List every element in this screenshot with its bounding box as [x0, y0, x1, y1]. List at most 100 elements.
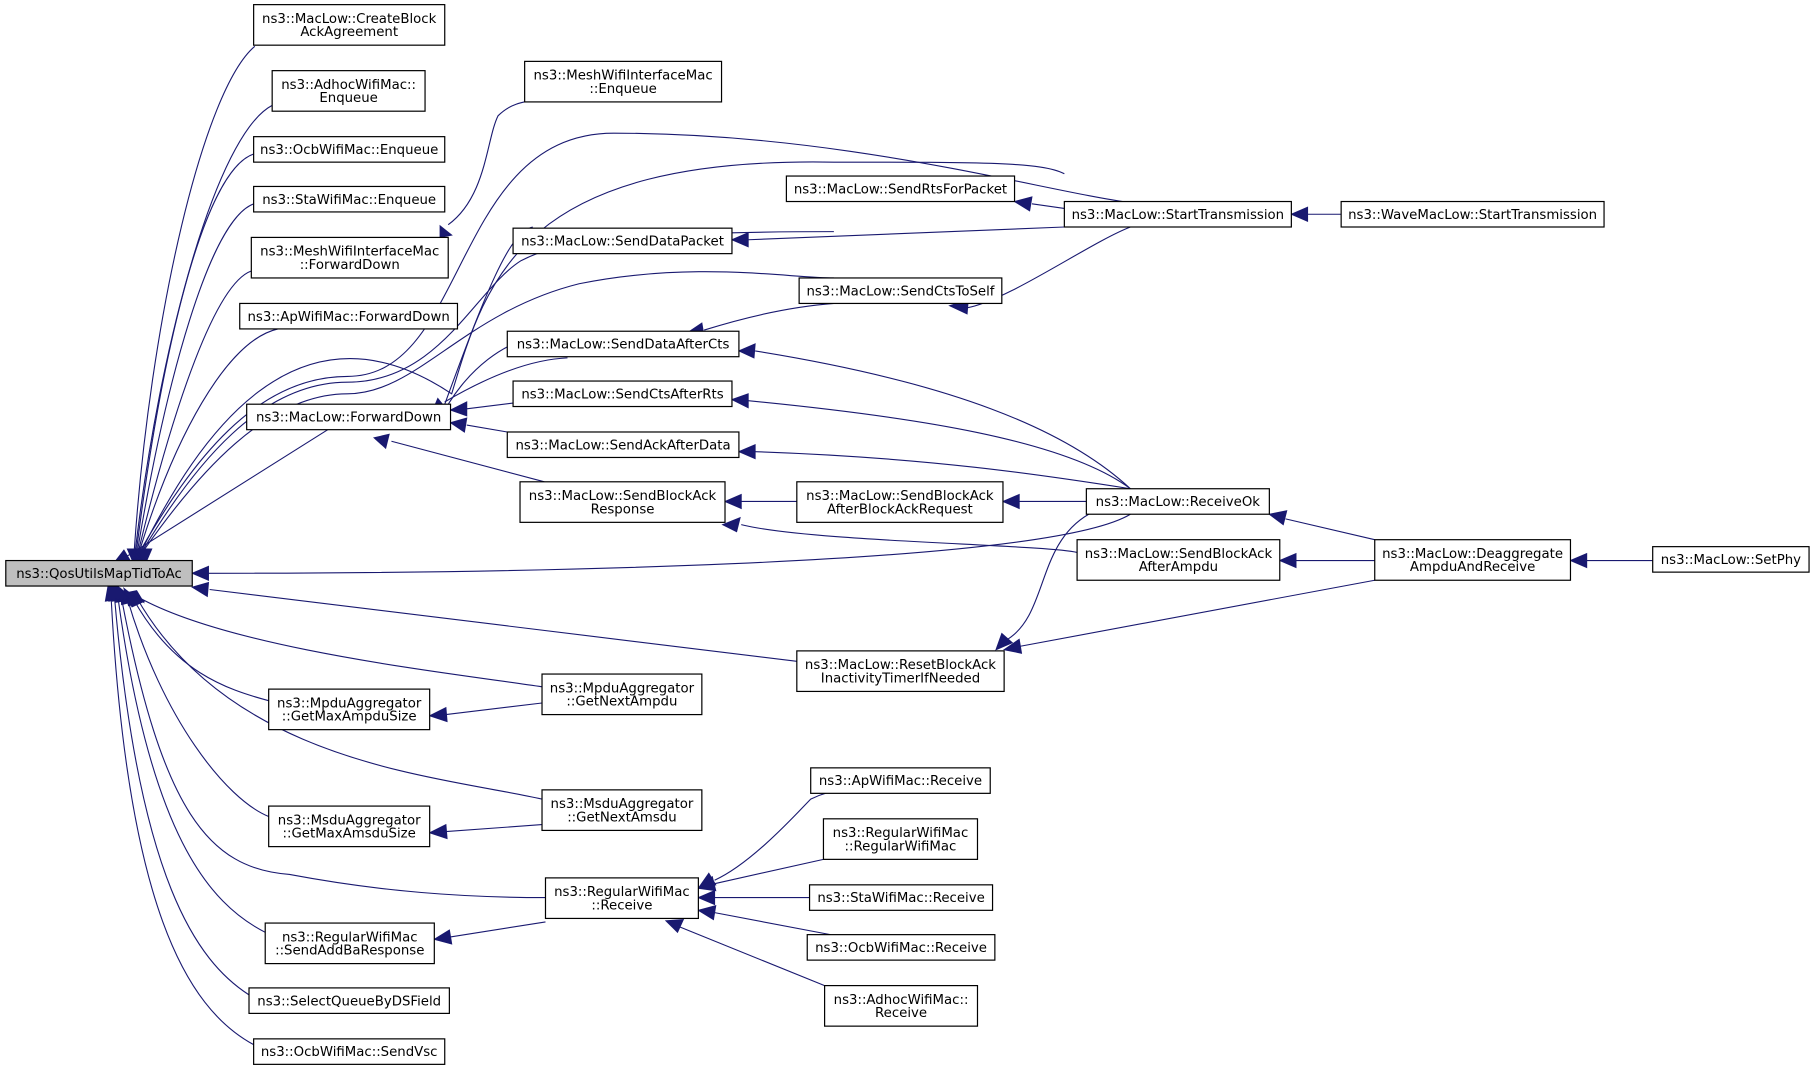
function-node-box	[268, 688, 431, 731]
call-edge-line	[117, 598, 266, 933]
call-edge-arrowhead	[449, 401, 468, 417]
function-node[interactable]: ns3::MeshWifiInterfaceMac::Enqueue	[524, 60, 723, 103]
call-edge-line	[450, 921, 546, 938]
call-edge	[995, 513, 1089, 651]
function-node[interactable]: ns3::MacLow::SendRtsForPacket	[785, 175, 1016, 203]
function-node[interactable]: ns3::MacLow::SendDataAfterCts	[506, 330, 740, 358]
function-node-label: ns3::MeshWifiInterfaceMac	[534, 69, 713, 84]
call-edge	[115, 583, 546, 899]
call-edge-arrowhead	[1013, 196, 1033, 212]
function-node[interactable]: ns3::RegularWifiMac::SendAddBaResponse	[264, 922, 435, 965]
call-edge-line	[208, 513, 1131, 574]
call-edge-line	[144, 271, 834, 550]
function-node[interactable]: ns3::MsduAggregator::GetNextAmsdu	[541, 789, 703, 832]
function-node-box	[506, 431, 740, 459]
call-edge-arrowhead	[428, 823, 448, 840]
function-node[interactable]: ns3::OcbWifiMac::Receive	[806, 934, 996, 961]
function-node[interactable]: ns3::MacLow::ResetBlockAckInactivityTime…	[796, 650, 1005, 693]
call-edge-arrowhead	[664, 919, 685, 934]
call-edge	[128, 153, 254, 567]
function-node-label: AfterAmpdu	[1139, 560, 1218, 575]
function-node-label: ns3::MacLow::ReceiveOk	[1096, 495, 1261, 510]
call-edge	[119, 587, 269, 818]
call-edge-line	[141, 161, 1065, 550]
call-edge-arrowhead	[730, 393, 749, 409]
function-node-label: AfterBlockAckRequest	[827, 502, 973, 517]
call-edge-arrowhead	[373, 433, 390, 450]
root-function-node: ns3::QosUtilsMapTidToAc	[5, 559, 193, 587]
function-node-label: ns3::MacLow::SendCtsToSelf	[806, 284, 994, 299]
call-edge	[439, 99, 539, 239]
call-edge-arrowhead	[137, 548, 153, 567]
call-edge	[1001, 493, 1087, 510]
function-node-box	[239, 302, 459, 330]
function-node-label: ns3::AdhocWifiMac::	[834, 993, 969, 1008]
call-edge-arrowhead	[995, 632, 1014, 651]
function-node[interactable]: ns3::MpduAggregator::GetNextAmpdu	[541, 673, 703, 716]
function-node-box	[246, 403, 452, 431]
function-node[interactable]: ns3::AdhocWifiMac::Receive	[824, 984, 979, 1027]
function-node[interactable]: ns3::RegularWifiMac::RegularWifiMac	[822, 818, 979, 860]
function-node[interactable]: ns3::OcbWifiMac::SendVsc	[253, 1038, 446, 1065]
function-node[interactable]: ns3::MpduAggregator::GetMaxAmpduSize	[268, 688, 431, 731]
call-edge-arrowhead	[697, 875, 717, 892]
function-node[interactable]: ns3::MacLow::SendBlockAckAfterBlockAckRe…	[796, 481, 1004, 523]
function-node-label: AmpduAndReceive	[1410, 560, 1535, 575]
function-node[interactable]: ns3::ApWifiMac::Receive	[810, 767, 991, 794]
call-edge-line	[755, 451, 1131, 490]
function-node-label: ns3::MsduAggregator	[278, 813, 421, 828]
function-node[interactable]: ns3::MacLow::ForwardDown	[246, 403, 452, 431]
function-node-label: Enqueue	[319, 91, 378, 106]
function-node[interactable]: ns3::MsduAggregator::GetMaxAmsduSize	[268, 805, 431, 848]
call-edge	[1569, 552, 1653, 569]
function-node[interactable]: ns3::MacLow::SendCtsAfterRts	[512, 380, 733, 408]
call-edge-arrowhead	[737, 443, 756, 460]
function-node[interactable]: ns3::RegularWifiMac::Receive	[544, 877, 699, 920]
function-node[interactable]: ns3::ApWifiMac::ForwardDown	[239, 302, 459, 330]
function-node[interactable]: ns3::MacLow::StartTransmission	[1063, 200, 1292, 228]
call-edge-line	[445, 824, 543, 833]
call-edge-arrowhead	[190, 565, 209, 581]
function-node[interactable]: ns3::MacLow::SendAckAfterData	[506, 431, 740, 459]
function-node-label: ns3::MacLow::ResetBlockAck	[805, 658, 996, 673]
function-node-box	[541, 673, 703, 716]
call-graph-nodes: ns3::QosUtilsMapTidToAc ns3::MacLow::Crea…	[5, 4, 1810, 1065]
call-edge-arrowhead	[721, 516, 741, 533]
function-node-label: ns3::MpduAggregator	[277, 696, 422, 711]
function-node-label: ns3::OcbWifiMac::SendVsc	[261, 1045, 438, 1060]
function-node[interactable]: ns3::AdhocWifiMac::Enqueue	[271, 70, 426, 112]
function-node-box	[796, 481, 1004, 523]
call-edge-line	[209, 588, 797, 662]
function-node[interactable]: ns3::MacLow::ReceiveOk	[1085, 488, 1270, 515]
function-node-box	[541, 789, 703, 832]
function-node[interactable]: ns3::MeshWifiInterfaceMac::ForwardDown	[250, 236, 449, 279]
function-node[interactable]: ns3::WaveMacLow::StartTransmission	[1340, 200, 1605, 228]
function-node[interactable]: ns3::MacLow::SetPhy	[1652, 546, 1810, 573]
function-node-box	[253, 136, 446, 163]
function-node-box	[1063, 200, 1292, 228]
call-edge	[730, 393, 1131, 490]
function-node-label: Receive	[875, 1006, 927, 1021]
function-node-label: ::SendAddBaResponse	[275, 944, 424, 959]
call-edge-arrowhead	[1278, 552, 1297, 569]
call-edge	[123, 587, 269, 702]
function-node[interactable]: ns3::StaWifiMac::Receive	[808, 884, 994, 911]
function-node[interactable]: ns3::MacLow::SendDataPacket	[512, 227, 733, 255]
function-node[interactable]: ns3::SelectQueueByDSField	[248, 987, 450, 1014]
function-node-box	[808, 884, 994, 911]
call-edge	[449, 417, 508, 433]
function-node-label: ::GetMaxAmsduSize	[283, 827, 416, 842]
function-node[interactable]: ns3::MacLow::SendCtsToSelf	[798, 277, 1003, 305]
function-node[interactable]: ns3::StaWifiMac::Enqueue	[253, 185, 446, 213]
call-edge-line	[741, 524, 1078, 553]
call-edge	[433, 921, 546, 945]
function-node-label: ::Enqueue	[589, 82, 656, 97]
call-edge-line	[391, 440, 545, 483]
function-node[interactable]: ns3::OcbWifiMac::Enqueue	[253, 136, 446, 163]
function-node-box	[264, 922, 435, 965]
call-edge	[697, 858, 824, 892]
